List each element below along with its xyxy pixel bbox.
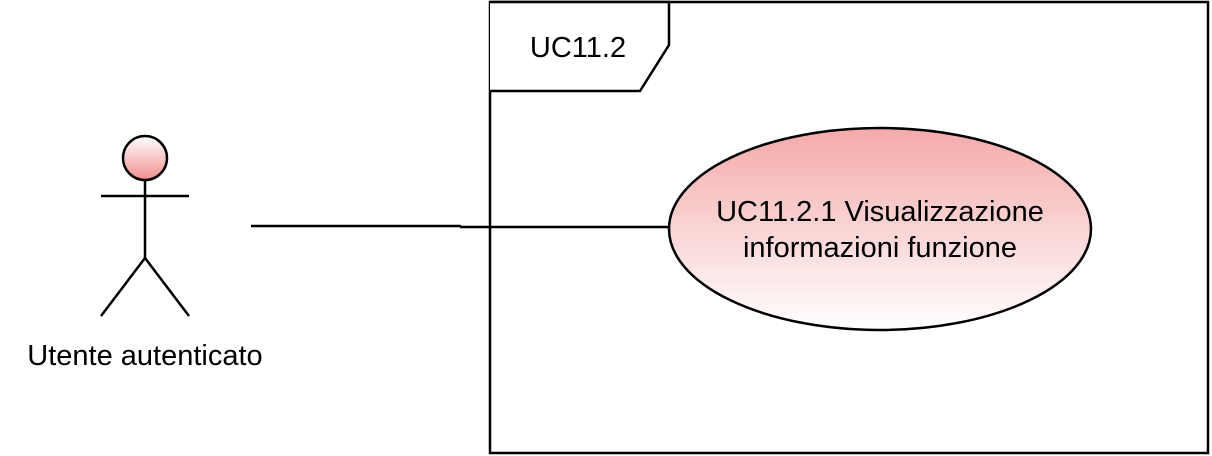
use-case-label-line1: UC11.2.1 Visualizzazione <box>716 196 1044 228</box>
use-case-label-line2: informazioni funzione <box>743 232 1017 264</box>
actor-left-leg <box>100 257 146 317</box>
actor-right-leg <box>144 257 190 317</box>
actor-head <box>121 134 169 182</box>
actor-label: Utente autenticato <box>27 340 262 372</box>
frame-title: UC11.2 <box>530 32 626 64</box>
association-line <box>251 224 670 229</box>
frame-tab <box>490 0 671 93</box>
actor-utente <box>100 134 190 317</box>
use-case-ellipse[interactable] <box>667 126 1093 332</box>
